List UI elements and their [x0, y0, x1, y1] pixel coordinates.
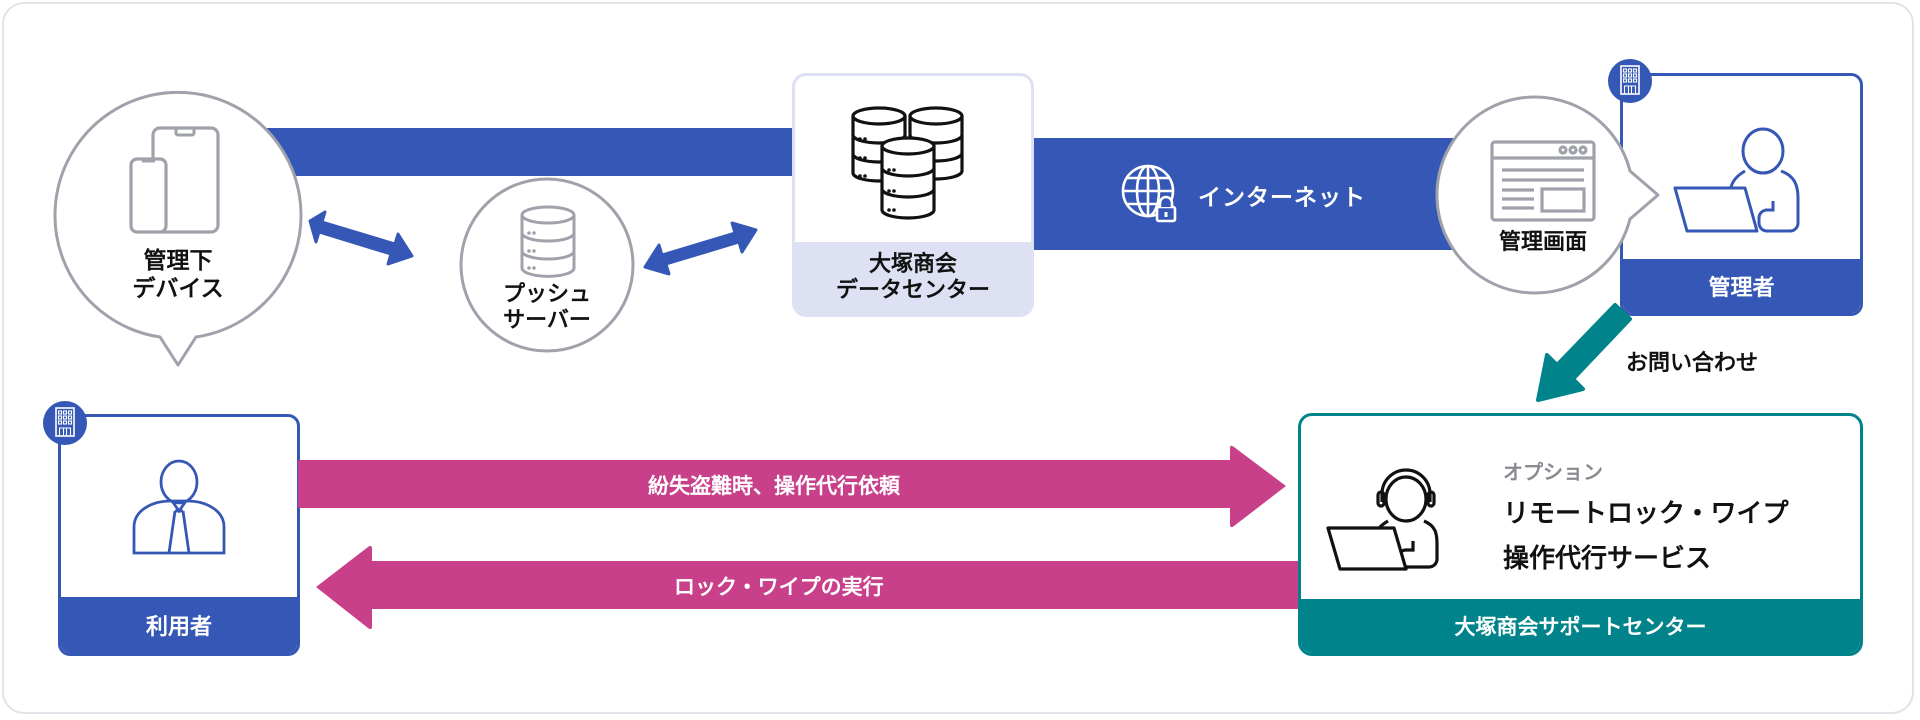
admin-footer: 管理者	[1623, 259, 1860, 313]
admin-card: 管理者	[1620, 73, 1863, 316]
secure-globe-icon	[1120, 163, 1184, 227]
request-arrow	[298, 445, 1286, 528]
support-service-line2: 操作代行サービス	[1503, 544, 1712, 574]
internet-band	[1033, 138, 1483, 250]
building-icon	[1607, 58, 1653, 104]
double-arrow-devices-push	[308, 210, 414, 266]
user-card: 利用者	[58, 414, 300, 656]
internet-label-group: インターネット	[1120, 160, 1366, 230]
smartphones-icon	[128, 125, 228, 235]
connection-band-devices-datacenter	[255, 128, 795, 176]
admin-screen-label: 管理画面	[1498, 230, 1587, 255]
server-icon	[518, 205, 578, 280]
inquiry-label: お問い合わせ	[1626, 351, 1759, 376]
request-label: 紛失盗難時、操作代行依頼	[648, 474, 900, 498]
businessperson-icon	[131, 459, 227, 559]
person-laptop-icon	[1673, 126, 1803, 236]
building-icon	[42, 400, 88, 446]
execute-arrow	[316, 545, 1302, 630]
database-cluster-icon	[850, 106, 980, 221]
double-arrow-push-datacenter	[643, 221, 758, 276]
execute-label: ロック・ワイプの実行	[674, 575, 884, 599]
internet-label: インターネット	[1198, 185, 1366, 211]
headset-operator-icon	[1326, 464, 1456, 579]
support-center-footer: 大塚商会サポートセンター	[1301, 599, 1860, 653]
data-center-footer: 大塚商会 データセンター	[795, 242, 1031, 314]
push-server-label: プッシュ サーバー	[502, 282, 591, 334]
support-center-card: オプション リモートロック・ワイプ 操作代行サービス 大塚商会サポートセンター	[1298, 413, 1863, 656]
data-center-card: 大塚商会 データセンター	[792, 73, 1034, 317]
inquiry-arrow	[1536, 303, 1632, 402]
support-option-label: オプション	[1503, 460, 1603, 484]
user-footer: 利用者	[61, 597, 297, 653]
support-service-line1: リモートロック・ワイプ	[1503, 499, 1789, 529]
devices-label: 管理下 デバイス	[132, 248, 224, 302]
browser-window-icon	[1490, 140, 1596, 222]
